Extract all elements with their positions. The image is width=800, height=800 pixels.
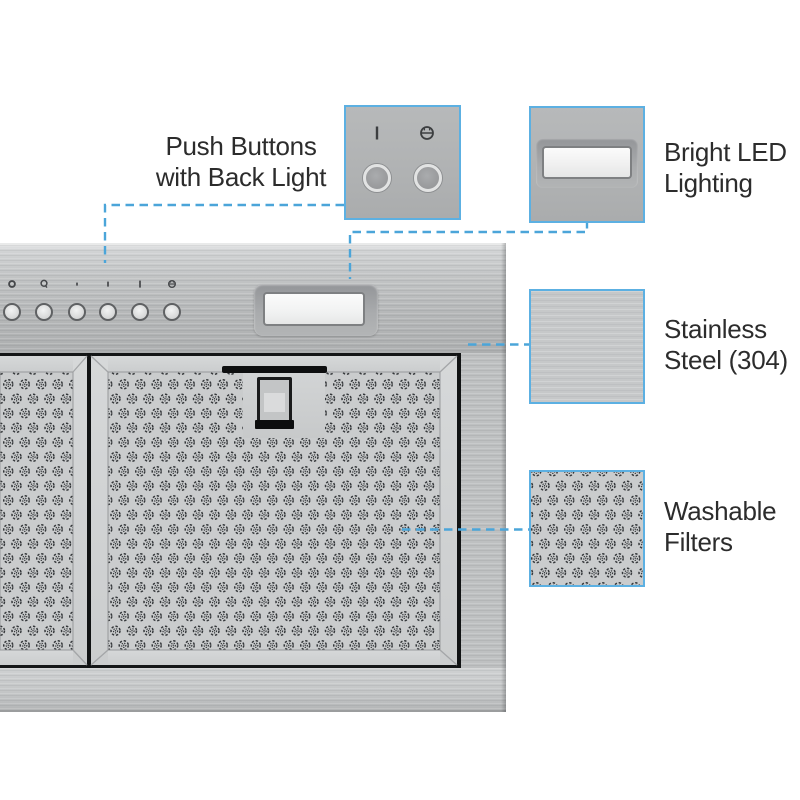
filters-label-line1: Washable — [664, 496, 777, 526]
filter-latch-slot — [222, 366, 327, 373]
led-label-line2: Lighting — [664, 168, 753, 198]
filter-latch-clip — [257, 377, 292, 423]
hood-top-edge — [0, 243, 506, 245]
range-hood-product-photo — [0, 243, 506, 712]
filters-label-line2: Filters — [664, 527, 733, 557]
hood-right-panel — [461, 353, 506, 668]
speed-1-icon — [76, 282, 78, 286]
timer-icon — [40, 279, 48, 288]
steel-label-line1: Stainless — [664, 314, 767, 344]
led-lighting-detail-box — [529, 106, 645, 223]
filter-frame-divider-left — [73, 356, 87, 665]
filter-frame-right — [440, 356, 457, 665]
hood-button-power — [3, 303, 21, 321]
filter-frame-top — [0, 356, 457, 372]
hood-right-edge — [501, 243, 506, 712]
washable-filter-detail-box — [529, 470, 645, 587]
hood-bottom-flange — [0, 668, 506, 712]
detail-button-light — [414, 164, 442, 192]
filter-latch-clip-inner — [264, 393, 285, 412]
filter-right-line — [457, 353, 461, 668]
hood-button-speed-1 — [68, 303, 86, 321]
steel-label-line2: Steel (304) — [664, 345, 788, 375]
speed-3-icon — [139, 280, 141, 288]
stainless-steel-detail-box — [529, 289, 645, 404]
led-label-line1: Bright LED — [664, 137, 787, 167]
hood-control-panel — [0, 243, 506, 353]
filter-divider-line — [87, 353, 91, 668]
push-buttons-detail-box — [344, 105, 461, 220]
led-label: Bright LED Lighting — [664, 137, 787, 199]
filters-label: Washable Filters — [664, 496, 777, 558]
steel-label: Stainless Steel (304) — [664, 314, 788, 376]
detail-button-speed — [363, 164, 391, 192]
push-buttons-label: Push Buttons with Back Light — [130, 131, 352, 193]
hood-led-lamp — [254, 284, 378, 336]
led-lamp-lens — [542, 146, 632, 179]
filter-recess — [0, 353, 461, 668]
filter-frame-divider-right — [91, 356, 108, 665]
push-buttons-label-line2: with Back Light — [155, 162, 327, 192]
hood-button-light — [163, 303, 181, 321]
filter-frame-bottom — [0, 650, 457, 665]
led-lamp-bezel — [536, 138, 638, 188]
hood-button-timer — [35, 303, 53, 321]
hood-button-speed-3 — [131, 303, 149, 321]
power-icon — [8, 280, 16, 288]
push-buttons-label-line1: Push Buttons — [165, 131, 317, 161]
light-icon — [420, 126, 434, 140]
speed-icon — [375, 126, 379, 140]
hood-button-speed-2 — [99, 303, 117, 321]
hood-led-lens — [263, 292, 365, 326]
light-icon — [168, 280, 176, 288]
filter-latch-handle — [255, 420, 294, 429]
speed-2-icon — [107, 281, 109, 287]
